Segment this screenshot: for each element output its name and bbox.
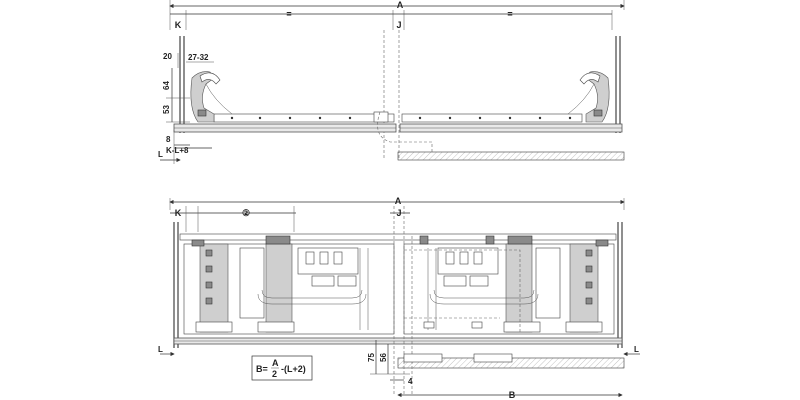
dim-75: 75 <box>367 353 376 362</box>
front-door-open-position <box>397 353 625 369</box>
right-hinge-arm <box>567 71 610 123</box>
top-door-panels <box>173 123 623 133</box>
front-cabinet-frame <box>173 222 623 348</box>
top-label-a: A <box>397 0 404 10</box>
formula-denominator: 2 <box>272 369 277 379</box>
front-view: A K ② J <box>158 196 640 400</box>
top-label-j: J <box>396 20 401 30</box>
top-dimension-row: K = J = <box>169 9 613 30</box>
front-dimension-row: K ② J <box>170 206 410 232</box>
top-dim-l: L <box>158 150 163 159</box>
dim-k-l-8: K-L+8 <box>166 146 189 155</box>
dim-8: 8 <box>166 135 171 144</box>
left-hinge-arm <box>190 71 233 123</box>
right-bracket <box>569 243 599 333</box>
formula-numerator: A <box>272 358 279 368</box>
top-centre-catch <box>373 111 625 161</box>
formula-rhs: -(L+2) <box>281 364 306 374</box>
front-label-k: K <box>175 208 182 218</box>
front-dimension-a: A <box>169 196 625 210</box>
front-label-a: A <box>395 196 402 206</box>
left-inner-bracket <box>265 243 293 333</box>
front-dim-l-right: L <box>634 345 639 354</box>
right-inner-bracket <box>505 243 533 333</box>
top-label-k: K <box>175 20 182 30</box>
top-label-equal-right: = <box>507 9 512 19</box>
top-label-equal-left: = <box>286 9 291 19</box>
formula-box: B= A 2 -(L+2) <box>251 355 313 381</box>
left-bracket <box>199 243 229 333</box>
top-view: A K = J = <box>158 0 625 164</box>
top-cabinet-walls <box>179 30 621 160</box>
top-track <box>213 113 583 123</box>
front-vertical-dimensions: 75 56 4 <box>367 340 413 386</box>
top-bottom-dimensions: 8 K-L+8 L <box>158 130 212 164</box>
front-l-dimensions: L L <box>158 345 640 357</box>
front-label-j: J <box>396 208 401 218</box>
dim-27-32: 27-32 <box>188 53 209 62</box>
front-label-b: B <box>509 390 516 400</box>
front-dim-l-left: L <box>158 345 163 354</box>
door-open-position <box>397 151 625 161</box>
front-dimension-b: B <box>397 390 623 400</box>
dim-53: 53 <box>162 105 171 114</box>
front-left-door <box>183 235 395 335</box>
top-dimension-a: A <box>169 0 625 10</box>
front-label-circled-2: ② <box>242 208 250 218</box>
dim-4: 4 <box>408 377 413 386</box>
dim-64: 64 <box>162 81 171 90</box>
dim-20: 20 <box>163 52 172 61</box>
top-left-dimensions: 20 27-32 64 53 <box>162 52 214 123</box>
dim-56: 56 <box>379 353 388 362</box>
front-right-door <box>403 235 615 335</box>
formula-lhs: B= <box>256 364 268 374</box>
